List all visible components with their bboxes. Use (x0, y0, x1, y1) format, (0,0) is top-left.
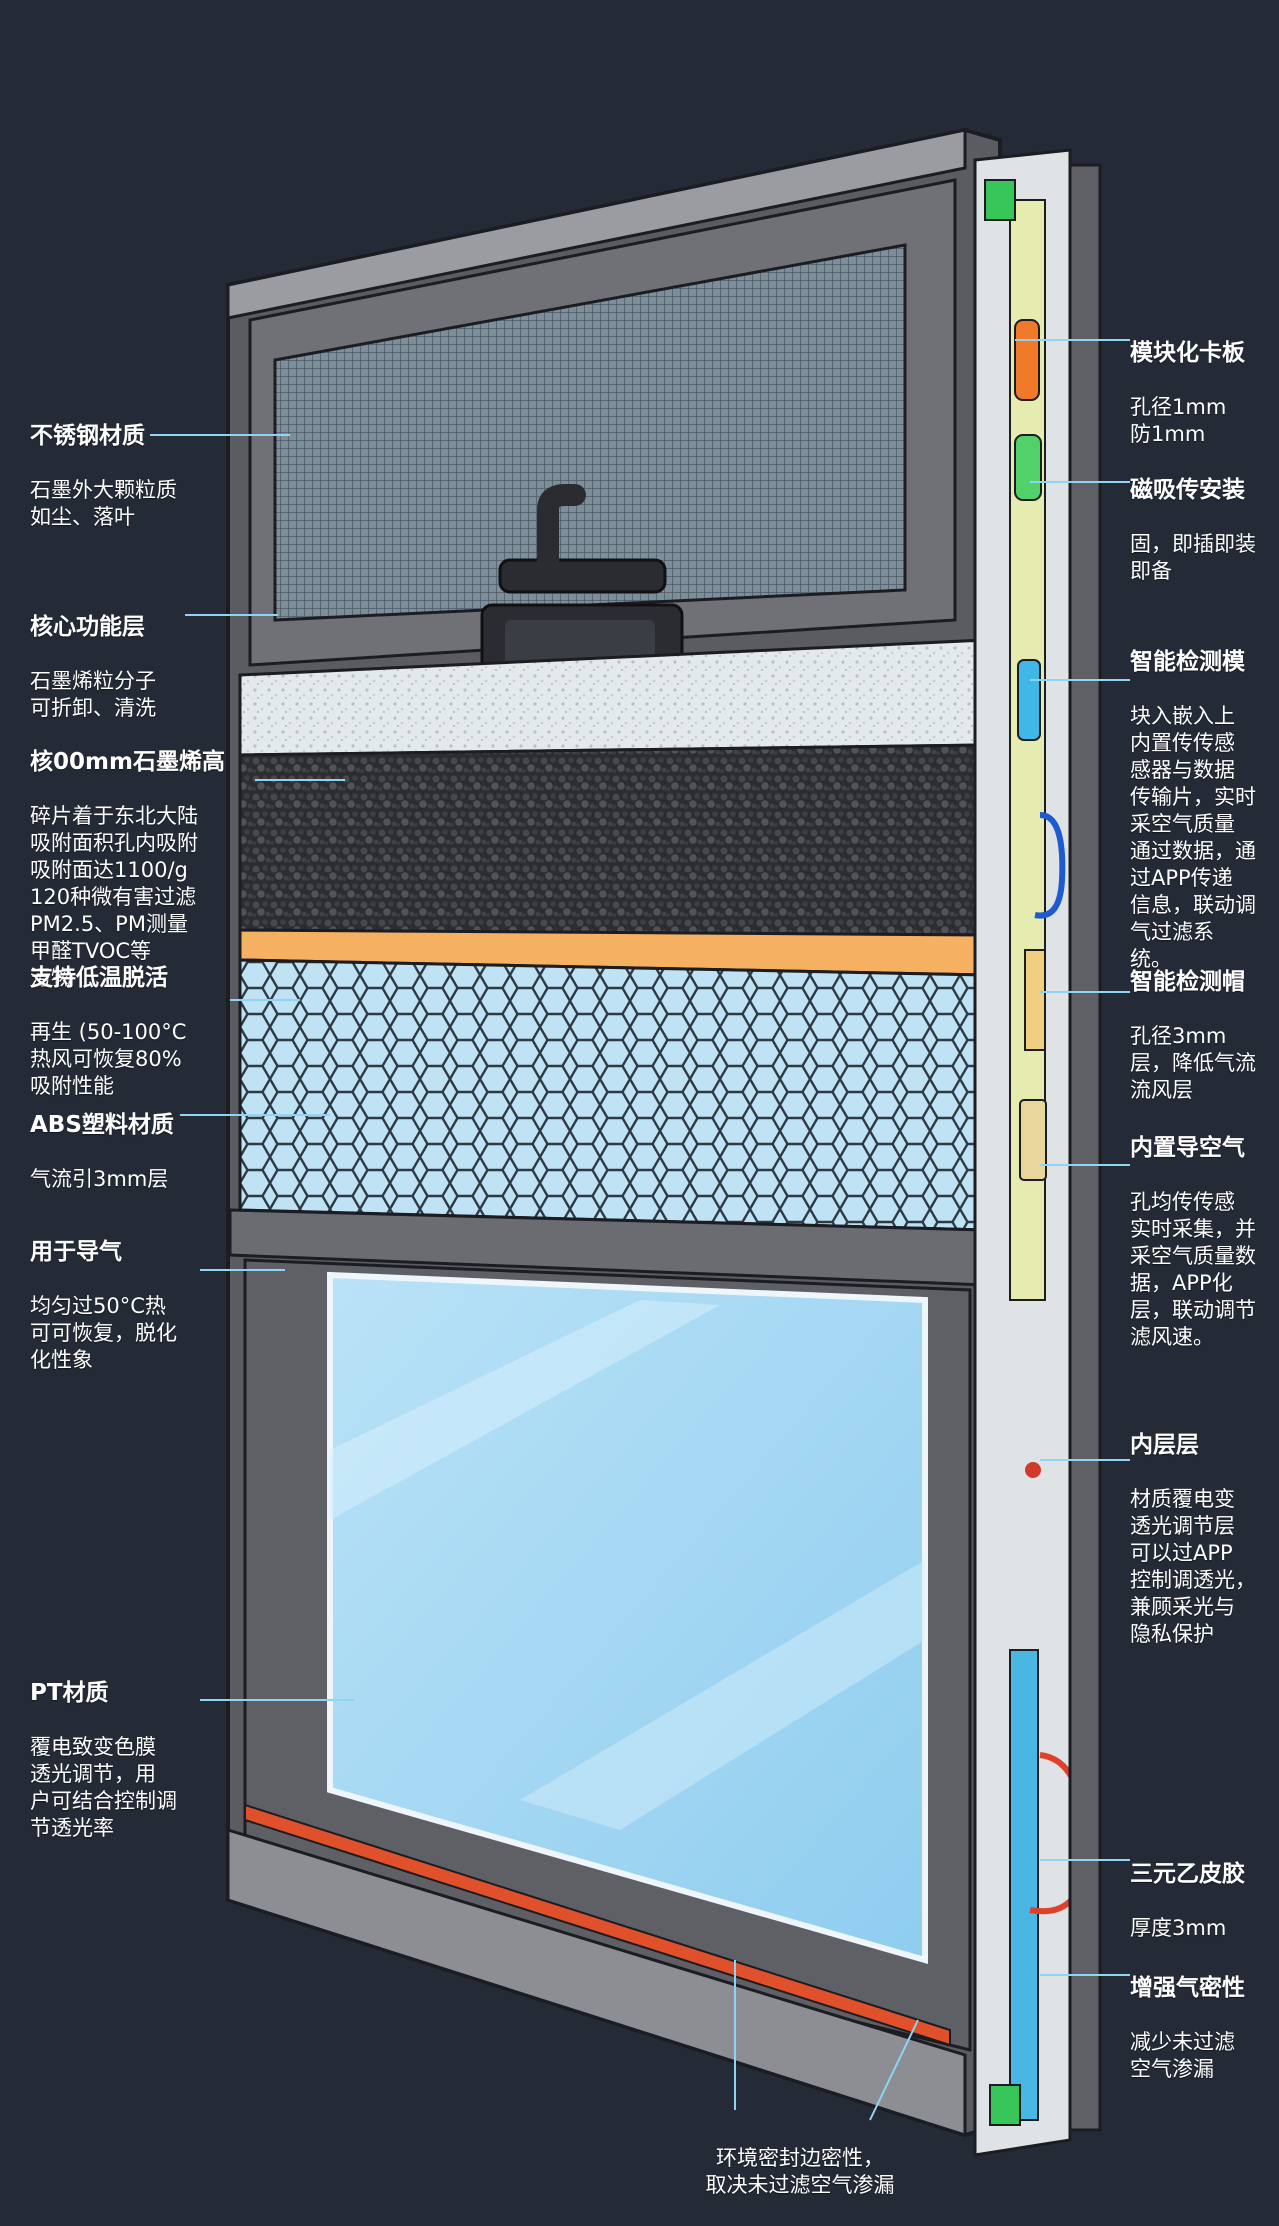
label-body: 厚度3mm (1130, 1916, 1227, 1940)
label-core-layer: 核心功能层 石墨烯粒分子 可折卸、清洗 (30, 587, 260, 749)
label-title: 增强气密性 (1130, 1975, 1245, 2001)
label-smart-cap: 智能检测帽 孔径3mm 层，降低气流 流风层 (1130, 942, 1270, 1131)
label-body: 环境密封边密性， 取决未过滤空气渗漏 (705, 2146, 895, 2197)
carbon-layer (238, 743, 987, 937)
label-body: 石墨烯粒分子 可折卸、清洗 (30, 669, 156, 720)
label-smart-sensor: 智能检测模 块入嵌入上 内置传传感 感器与数据 传输片，实时 采空气质量 通过数… (1130, 622, 1270, 1000)
label-title: 智能检测模 (1130, 649, 1245, 675)
label-body: 碎片着于东北大陆 吸附面积孔内吸附 吸附面达1100/g 120种微有害过滤 P… (30, 804, 198, 990)
label-body: 覆电致变色膜 透光调节，用 户可结合控制调 节透光率 (30, 1735, 177, 1840)
label-inner-layer: 内层层 材质覆电变 透光调节层 可以过APP 控制调透光， 兼顾采光与 隐私保护 (1130, 1405, 1270, 1675)
label-airtightness: 增强气密性 减少未过滤 空气渗漏 (1130, 1948, 1270, 2110)
label-body: 块入嵌入上 内置传传感 感器与数据 传输片，实时 采空气质量 通过数据，通 过A… (1130, 704, 1256, 971)
honeycomb-layer (238, 958, 987, 1232)
label-body: 气流引3mm层 (30, 1167, 169, 1191)
label-epdm-gasket: 三元乙皮胶 厚度3mm (1130, 1834, 1270, 1969)
stainless-mesh (273, 243, 907, 622)
label-magnetic-mount: 磁吸传安装 固，即插即装 即备 (1130, 450, 1270, 612)
label-title: ABS塑料材质 (30, 1112, 174, 1138)
label-modular-card: 模块化卡板 孔径1mm 防1mm (1130, 313, 1270, 475)
leader-lines (150, 339, 1130, 2121)
label-title: 磁吸传安装 (1130, 477, 1245, 503)
label-air-guide-hole: 内置导空气 孔均传传感 实时采集，并 采空气质量数 据，APP化 层，联动调节 … (1130, 1108, 1270, 1378)
label-body: 固，即插即装 即备 (1130, 532, 1256, 583)
label-airflow-guide: 用于导气 均匀过50°C热 可可恢复，脱化 化性象 (30, 1212, 260, 1401)
label-title: 核00mm石墨烯高 (30, 749, 225, 775)
label-body: 再生 (50-100°C 热风可恢复80% 吸附性能 (30, 1020, 187, 1098)
label-body: 材质覆电变 透光调节层 可以过APP 控制调透光， 兼顾采光与 隐私保护 (1130, 1487, 1256, 1646)
label-body: 石墨外大颗粒质 如尘、落叶 (30, 478, 177, 529)
label-regeneration: 支持低温脱活 再生 (50-100°C 热风可恢复80% 吸附性能 (30, 938, 260, 1127)
label-title: 支持低温脱活 (30, 965, 168, 991)
label-title: PT材质 (30, 1680, 109, 1706)
label-title: 三元乙皮胶 (1130, 1861, 1245, 1887)
label-title: 模块化卡板 (1130, 340, 1245, 366)
label-body: 孔均传传感 实时采集，并 采空气质量数 据，APP化 层，联动调节 滤风速。 (1130, 1190, 1256, 1349)
label-body: 孔径1mm 防1mm (1130, 395, 1227, 446)
label-stainless-mesh: 不锈钢材质 石墨外大颗粒质 如尘、落叶 (30, 396, 260, 558)
label-title: 内层层 (1130, 1432, 1199, 1458)
label-body: 减少未过滤 空气渗漏 (1130, 2030, 1235, 2081)
label-bottom-seal: 环境密封边密性， 取决未过滤空气渗漏 (650, 2118, 950, 2226)
label-title: 不锈钢材质 (30, 423, 145, 449)
label-title: 核心功能层 (30, 614, 145, 640)
label-pt-film: PT材质 覆电致变色膜 透光调节，用 户可结合控制调 节透光率 (30, 1653, 260, 1869)
label-abs-plastic: ABS塑料材质 气流引3mm层 (30, 1085, 260, 1220)
label-title: 智能检测帽 (1130, 969, 1245, 995)
red-seal-strip (244, 1803, 951, 2047)
label-body: 孔径3mm 层，降低气流 流风层 (1130, 1024, 1256, 1102)
label-graphene-carbon: 核00mm石墨烯高 碎片着于东北大陆 吸附面积孔内吸附 吸附面达1100/g 1… (30, 722, 270, 1019)
label-title: 用于导气 (30, 1239, 122, 1265)
label-title: 内置导空气 (1130, 1135, 1245, 1161)
glass-pane (327, 1271, 928, 1964)
label-body: 均匀过50°C热 可可恢复，脱化 化性象 (30, 1294, 177, 1372)
